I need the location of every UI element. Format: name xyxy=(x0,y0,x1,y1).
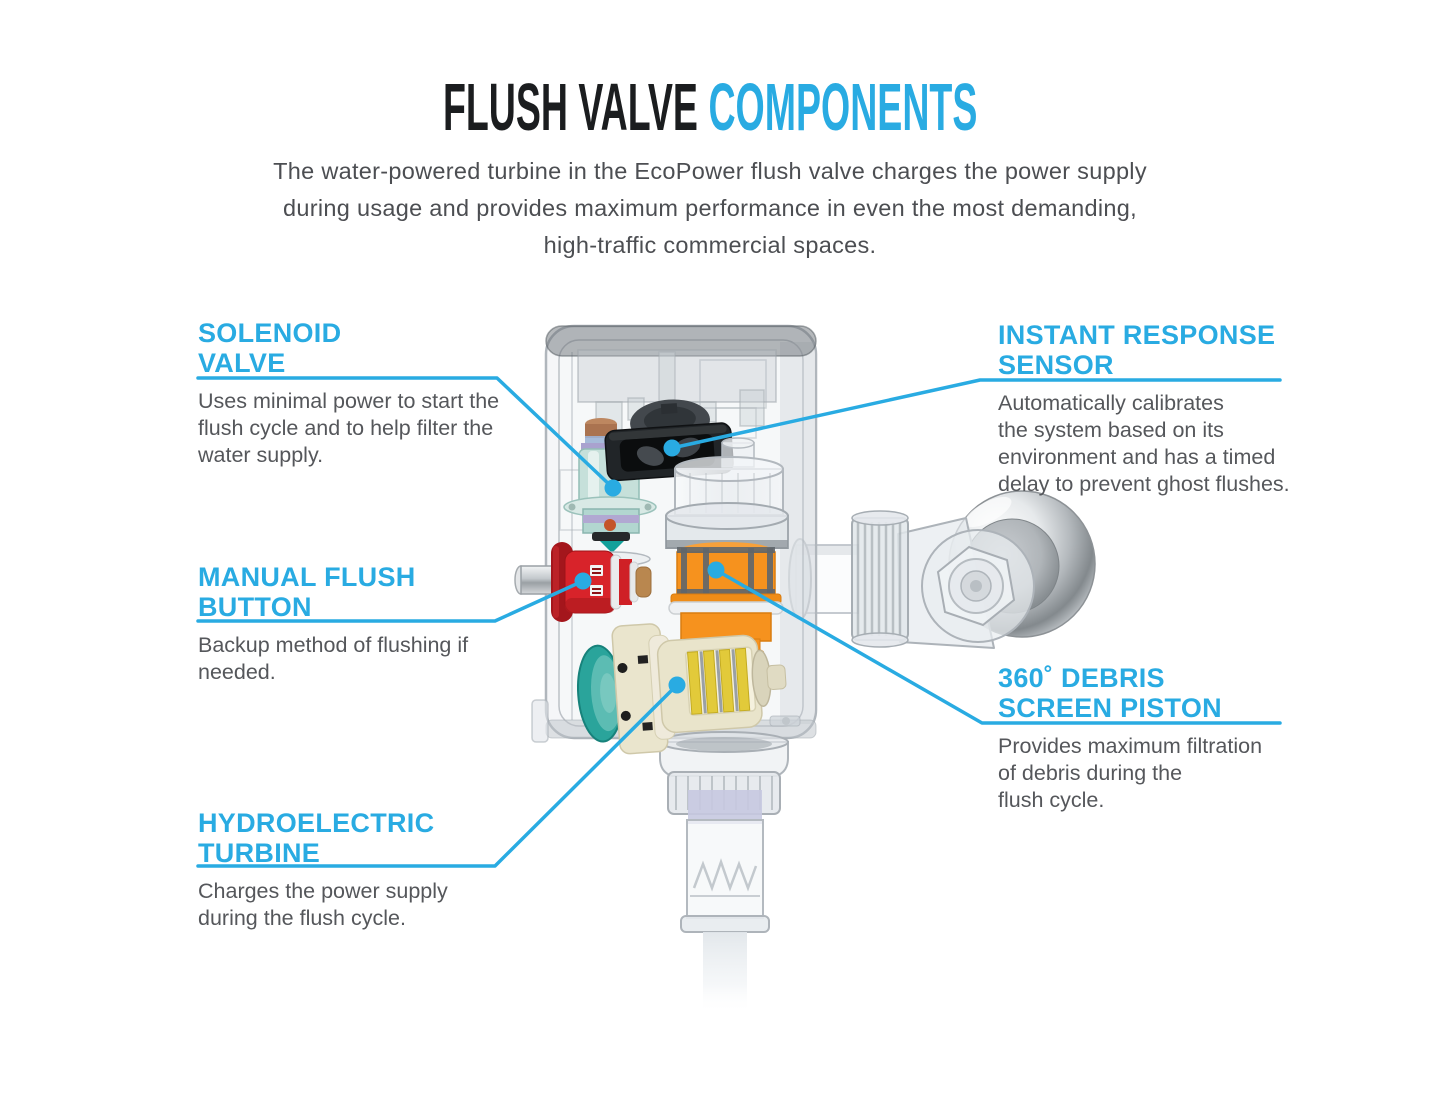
hydroelectric-turbine-part xyxy=(576,623,787,755)
leader-dot-button xyxy=(574,572,592,590)
leader-line-button xyxy=(196,579,585,623)
supply-inlet xyxy=(788,490,1096,649)
outlet-pipe xyxy=(659,731,789,1014)
leader-dot-sensor xyxy=(663,439,681,457)
debris-screen-piston-part xyxy=(665,437,789,658)
leader-dot-piston xyxy=(707,561,725,579)
leader-line-turbine xyxy=(196,683,679,868)
valve-lid xyxy=(545,325,817,357)
leader-line-solenoid xyxy=(196,376,615,490)
leader-dot-solenoid xyxy=(604,479,622,497)
leader-line-piston xyxy=(714,568,1282,725)
leader-dot-turbine xyxy=(668,676,686,694)
leader-line-sensor xyxy=(670,378,1282,450)
